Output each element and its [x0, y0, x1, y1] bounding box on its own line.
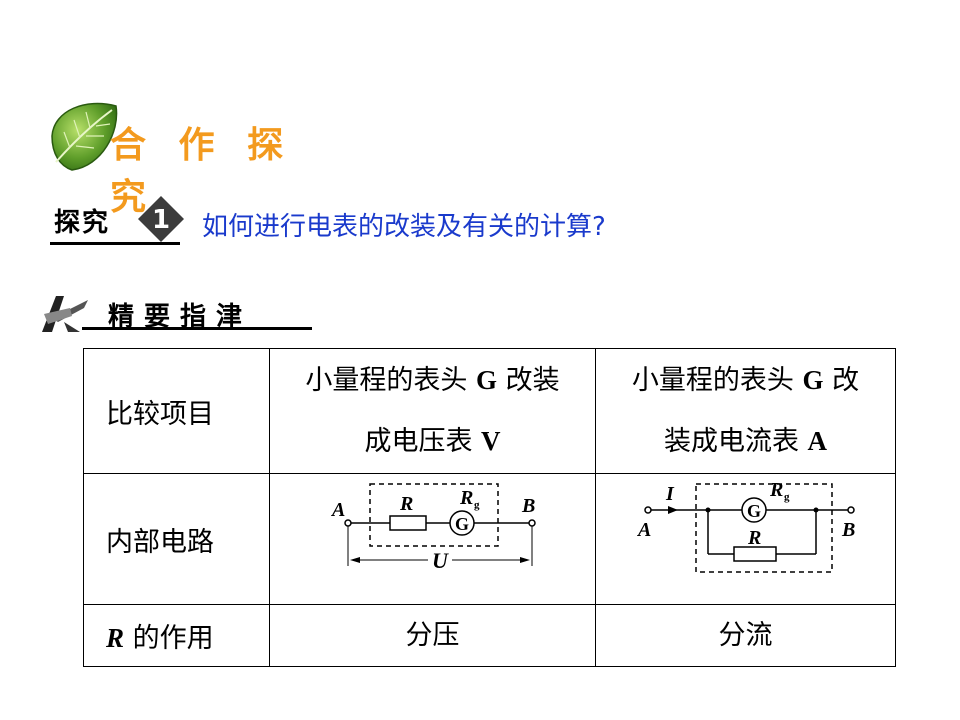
amp-r-label: R	[747, 527, 761, 549]
amp-i-label: I	[665, 483, 675, 505]
table-row-circuit: 内部电路 G A B R R g	[83, 473, 896, 605]
volt-a-label: A	[330, 499, 345, 521]
cell-internal-circuit: 内部电路	[83, 473, 270, 605]
probe-row: 探究 1 如何进行电表的改装及有关的计算?	[50, 192, 770, 254]
cell-ammeter-circuit: G I A B R g R	[595, 473, 896, 605]
volt-u-label: U	[432, 548, 449, 573]
probe-question: 如何进行电表的改装及有关的计算?	[202, 212, 606, 242]
cell-r-role: R 的作用	[83, 604, 270, 667]
arrow-emblem-icon	[42, 296, 88, 332]
cell-voltmeter-title: 小量程的表头 G 改装 成电压表 V	[269, 348, 596, 474]
amp-b-label: B	[841, 519, 855, 541]
cell-current-divide: 分流	[595, 604, 896, 667]
volt-b-label: B	[521, 495, 535, 517]
amp-rg-sub: g	[784, 491, 790, 503]
cell-voltmeter-circuit: G A B R R g U	[269, 473, 596, 605]
section-heading: 合 作 探 究	[46, 96, 346, 218]
cell-ammeter-title: 小量程的表头 G 改 装成电流表 A	[595, 348, 896, 474]
probe-label: 探究	[54, 208, 111, 238]
volt-rg-sub: g	[474, 499, 480, 511]
volt-rg-label: R	[459, 487, 473, 509]
amp-a-label: A	[636, 519, 651, 541]
heading-title: 合 作 探 究	[110, 125, 294, 218]
guide-heading: 精要指津	[40, 292, 312, 336]
volt-g-label: G	[455, 514, 469, 534]
volt-r-label: R	[399, 493, 413, 515]
amp-rg-label: R	[769, 479, 783, 501]
guide-underline	[82, 327, 312, 330]
table-row-header: 比较项目 小量程的表头 G 改装 成电压表 V 小量程的表头 G 改 装成电流表…	[83, 348, 896, 474]
table-row-role: R 的作用 分压 分流	[83, 604, 896, 667]
cell-voltage-divide: 分压	[269, 604, 596, 667]
probe-underline	[50, 242, 180, 245]
cell-compare-item: 比较项目	[83, 348, 270, 474]
ammeter-circuit-diagram: G I A B R g R	[636, 479, 855, 573]
leaf-icon	[51, 102, 118, 171]
comparison-table: 比较项目 小量程的表头 G 改装 成电压表 V 小量程的表头 G 改 装成电流表…	[83, 348, 896, 667]
probe-number-badge: 1	[138, 196, 184, 242]
amp-g-label: G	[747, 501, 761, 521]
voltmeter-circuit-diagram: G A B R R g U	[330, 483, 536, 573]
probe-number: 1	[152, 205, 170, 235]
